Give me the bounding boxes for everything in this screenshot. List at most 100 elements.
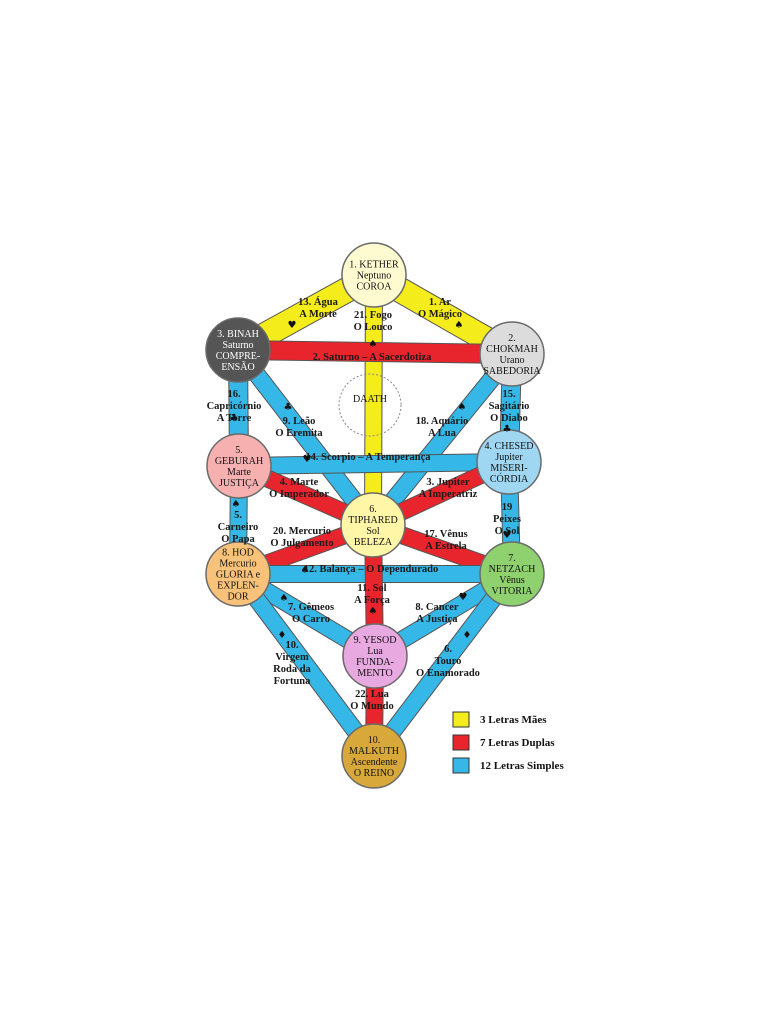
- path-label-p20: 20. Mercurio: [273, 526, 331, 537]
- path-label-p13: 13. Água: [298, 296, 338, 308]
- daath-layer: DAATH: [338, 373, 402, 437]
- sephirah-yesod-line: MENTO: [357, 668, 392, 679]
- daath-label: DAATH: [353, 394, 387, 405]
- spade-icon: ♠: [280, 593, 289, 604]
- sephirah-chokmah-line: SABEDORIA: [483, 366, 541, 377]
- sephirah-kether-circle: [341, 242, 407, 308]
- legend-label: 7 Letras Duplas: [480, 737, 555, 749]
- sephirah-malkuth-line: O REINO: [354, 768, 394, 779]
- sephirah-netzach-circle: [479, 541, 545, 607]
- sephirah-tiphareth-line: BELEZA: [354, 537, 393, 548]
- sephirah-geburah-line: Marte: [227, 467, 251, 478]
- legend-swatch: [452, 757, 470, 774]
- heart-icon: ♥: [288, 320, 297, 331]
- path-label-p8: 8. Cancer: [415, 602, 458, 613]
- sephirah-chesed-line: CÓRDIA: [490, 473, 529, 485]
- sephirah-netzach-line: VITORIA: [492, 586, 534, 597]
- sephirah-kether-line: COROA: [356, 282, 392, 293]
- sephirah-kether-line: Neptuno: [357, 271, 391, 282]
- sephirah-tiphareth-line: TIPHARED: [348, 515, 397, 526]
- legend-swatch: [452, 711, 470, 728]
- path-p2: [237, 341, 513, 363]
- legend-label: 12 Letras Simples: [480, 760, 564, 772]
- path-label-p16: Capricórnio: [207, 401, 262, 412]
- path-label-p15: 15.: [502, 389, 516, 400]
- path-label-p10: Roda da: [273, 664, 311, 675]
- sephirah-binah-line: COMPRE-: [216, 351, 260, 362]
- heart-icon: ♥: [459, 592, 468, 603]
- path-label-p18: 18. Aquário: [416, 416, 469, 427]
- sephirah-chokmah-line: Urano: [500, 355, 525, 366]
- path-label-p7: O Carro: [292, 614, 330, 625]
- path-label-p1: O Mágico: [418, 309, 462, 320]
- diamond-icon: ♦: [278, 630, 287, 641]
- path-label-p7: 7. Gêmeos: [288, 602, 334, 613]
- path-p18: [366, 348, 519, 531]
- path-label-p15: O Diabo: [490, 413, 528, 424]
- sephirah-hod-line: GLORIA e: [216, 570, 261, 581]
- legend-label: 3 Letras Mães: [480, 714, 547, 726]
- path-label-p4: 4. Marte: [280, 477, 319, 488]
- sephirah-hod-line: EXPLEN-: [217, 581, 259, 592]
- sephirah-chokmah-circle: [479, 321, 545, 387]
- club-icon: ♣: [284, 402, 293, 413]
- path-p10: [231, 569, 381, 761]
- legend-swatch: [452, 734, 470, 751]
- path-label-p21: 21. Fogo: [354, 310, 392, 321]
- spade-icon: ♠: [232, 499, 241, 510]
- sephirah-chesed-circle: [476, 429, 542, 495]
- sephirah-kether-line: 1. KETHER: [349, 260, 399, 271]
- path-label-p19: 19: [502, 502, 513, 513]
- spade-icon: ♠: [458, 402, 467, 413]
- sephirah-netzach-line: NETZACH: [489, 564, 536, 575]
- path-label-p10: Virgem: [275, 652, 309, 663]
- spade-icon: ♠: [369, 606, 378, 617]
- path-label-p21: O Louco: [354, 322, 393, 333]
- path-label-p22: O Mundo: [350, 701, 393, 712]
- path-label-p18: A Lua: [428, 428, 456, 439]
- path-label-p19: Peixes: [493, 514, 521, 525]
- path-label-p12: 12. Balança – O Dependurado: [304, 564, 438, 575]
- path-label-p20: O Julgamento: [270, 538, 333, 549]
- path-label-p16: A Torre: [217, 413, 252, 424]
- sephirah-malkuth-line: Ascendente: [351, 757, 398, 768]
- path-label-p16: 16.: [227, 389, 241, 400]
- sephirah-binah-line: Saturno: [222, 340, 253, 351]
- spade-icon: ♠: [369, 339, 378, 350]
- sephirah-yesod-line: Lua: [367, 646, 383, 657]
- path-label-p11: A Força: [354, 595, 391, 606]
- path-label-p9: O Eremita: [275, 428, 323, 439]
- path-label-p13: A Morte: [299, 309, 337, 320]
- club-icon: ♣: [503, 424, 512, 435]
- path-p21: [365, 274, 382, 526]
- sephirah-tiphareth-circle: [340, 492, 406, 558]
- sephirah-chokmah-line: CHOKMAH: [486, 344, 538, 355]
- path-label-p6: Touro: [435, 656, 462, 667]
- sephirah-malkuth-circle: [341, 723, 407, 789]
- sephirah-chesed-line: MISERI-: [490, 463, 527, 474]
- path-label-p9: 9. Leão: [283, 416, 316, 427]
- path-p9: [231, 345, 380, 530]
- path-label-p8: A Justiça: [416, 614, 458, 625]
- sephirah-hod-circle: [205, 541, 271, 607]
- path-label-p11: 11. Sol: [357, 583, 386, 594]
- path-label-p19: O Sol: [495, 526, 520, 537]
- sephirah-malkuth-line: 10.: [368, 735, 381, 746]
- sephirah-binah-circle: [205, 317, 271, 383]
- path-label-p5: 5.: [234, 510, 242, 521]
- path-label-p6: O Enamorado: [416, 668, 480, 679]
- sephirah-geburah-line: 5.: [235, 445, 243, 456]
- sephirah-yesod-circle: [342, 623, 408, 689]
- sephirah-chesed-line: 4. CHESED: [485, 441, 534, 452]
- path-label-p5: Carneiro: [218, 522, 259, 533]
- sephirah-yesod-line: FUNDA-: [356, 657, 394, 668]
